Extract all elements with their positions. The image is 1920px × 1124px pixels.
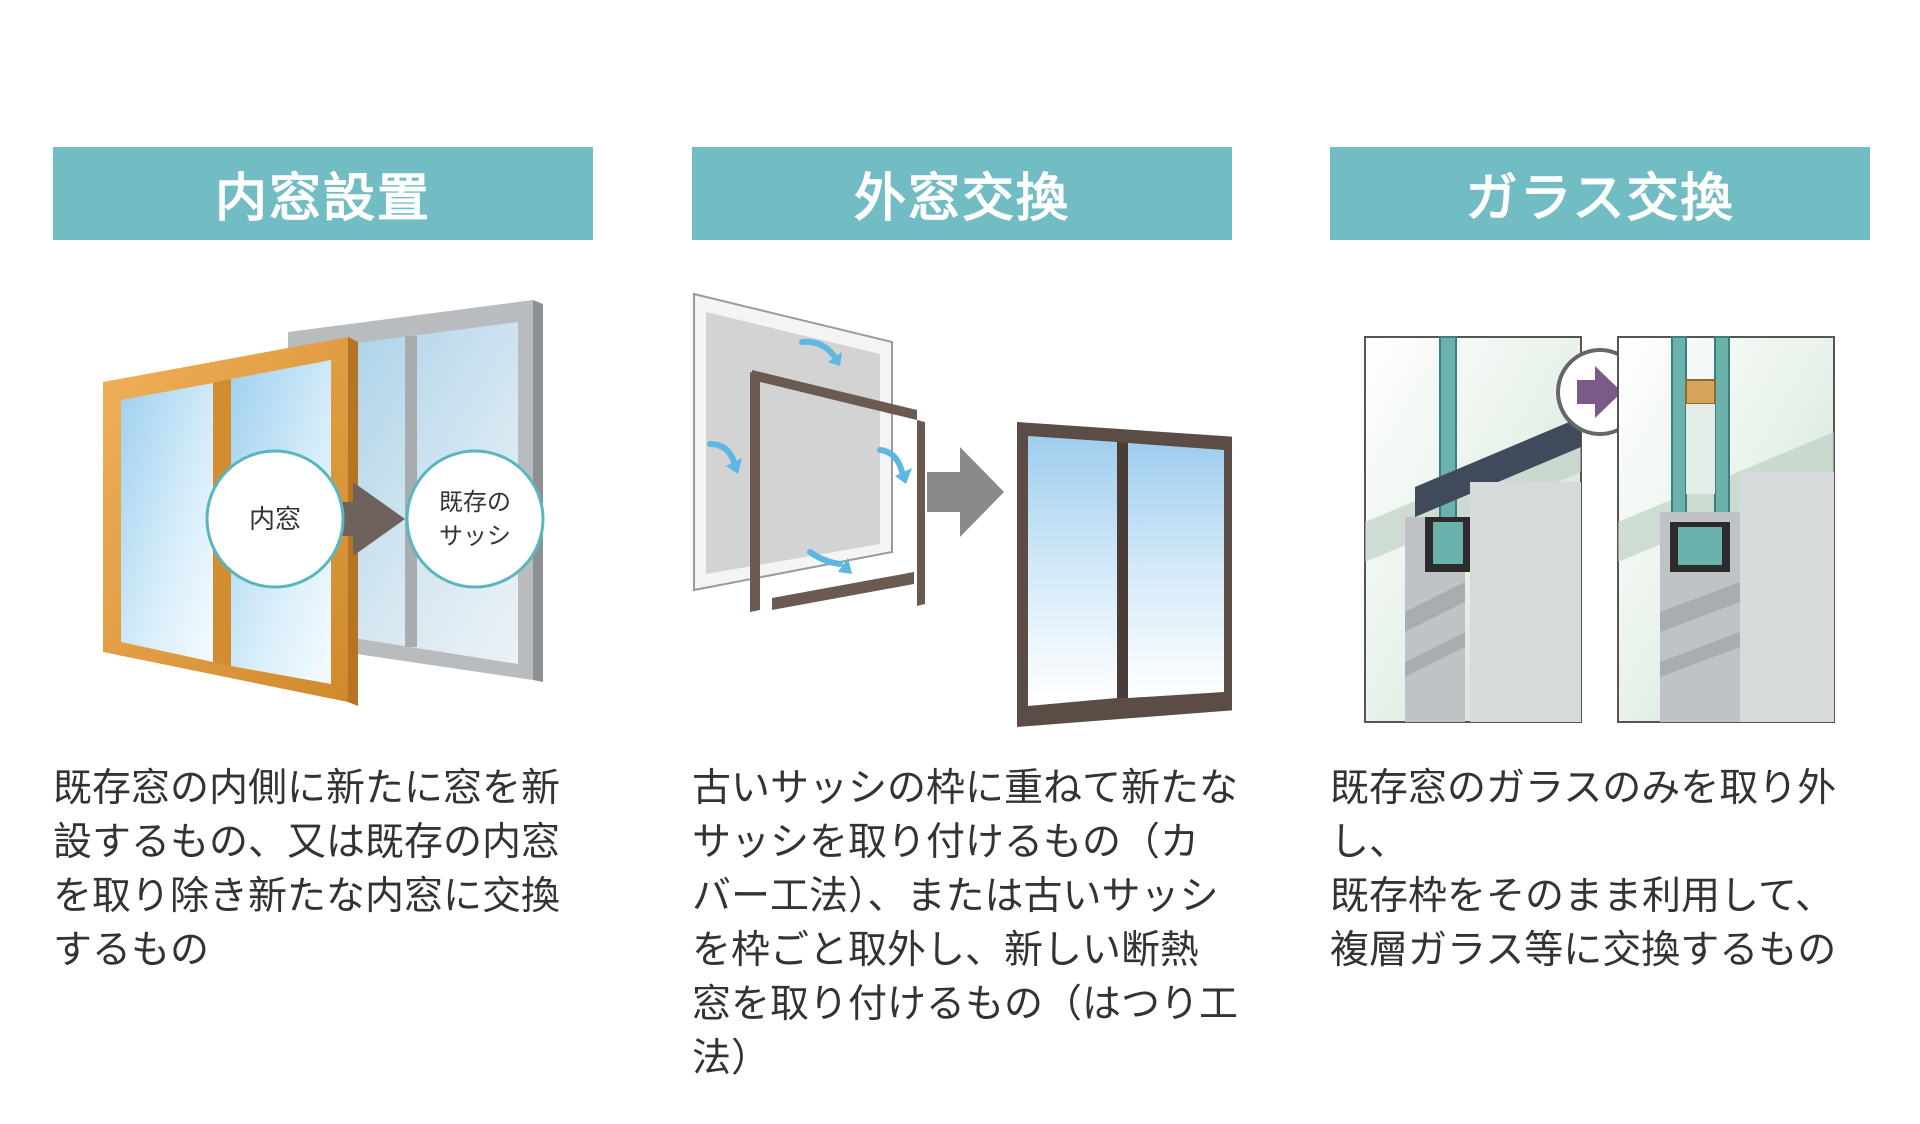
circle-inner-window: 内窓: [205, 449, 345, 589]
panel-title: 内窓設置: [214, 169, 431, 229]
panel-inner-window: 内窓設置: [53, 147, 593, 973]
panel-description: 既存窓の内側に新たに窓を新 設するもの、又は既存の内窓 を取り除き新たな内窓に交…: [53, 766, 561, 973]
arrow-icon: [1577, 366, 1622, 418]
before-glass: [1364, 336, 1582, 723]
movement-arrows: [707, 338, 905, 567]
after-glass: [1617, 336, 1835, 723]
circle-existing-label-2: サッシ: [439, 522, 511, 550]
old-frame: [693, 292, 893, 592]
panel-description: 古いサッシの枠に重ねて新たな サッシを取り付けるもの（カ バー工法）、または古い…: [692, 766, 1239, 1081]
new-sash-pieces: [750, 370, 925, 612]
panel-header: 外窓交換: [692, 147, 1232, 240]
panel-glass-replacement: ガラス交換: [1330, 147, 1870, 973]
arrow-heads: [726, 352, 912, 574]
arrow-icon: [321, 482, 405, 556]
panel-header: ガラス交換: [1330, 147, 1870, 240]
arrow-icon: [927, 447, 1004, 537]
outer-window-illustration: [693, 292, 1232, 727]
panel-title: 外窓交換: [853, 169, 1070, 229]
circle-inner-label: 内窓: [249, 505, 301, 535]
panel-header: 内窓設置: [53, 147, 593, 240]
glass-replacement-illustration: [1364, 336, 1835, 723]
circle-existing-sash: 既存の サッシ: [405, 449, 545, 589]
inner-window-illustration: 内窓 既存の サッシ: [103, 300, 545, 706]
panel-description: 既存窓のガラスのみを取り外し、 既存枠をそのまま利用して、 複層ガラス等に交換す…: [1330, 766, 1837, 973]
circle-existing-label-1: 既存の: [439, 488, 511, 516]
panel-title: ガラス交換: [1465, 169, 1735, 229]
new-window: [1017, 422, 1232, 727]
panel-outer-window: 外窓交換: [692, 147, 1238, 1081]
